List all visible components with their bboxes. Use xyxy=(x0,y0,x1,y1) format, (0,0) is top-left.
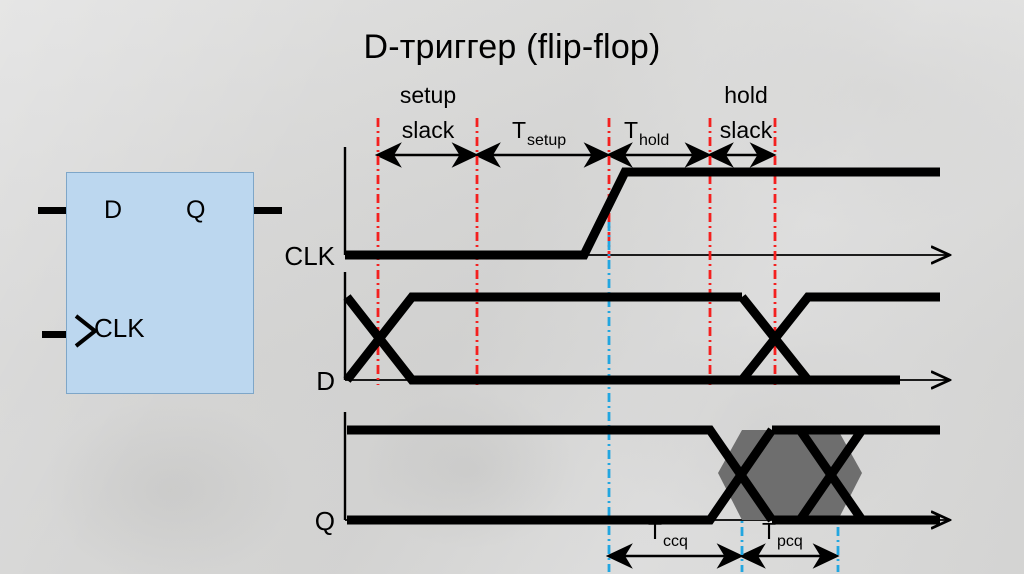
signal-label-d: D xyxy=(316,366,335,396)
page-title: D-триггер (flip-flop) xyxy=(0,28,1024,67)
ff-port-d-label: D xyxy=(104,196,123,224)
page-title-text: D-триггер (flip-flop) xyxy=(363,28,661,66)
setup-slack-line2: slack xyxy=(402,117,455,143)
d-waveform xyxy=(343,292,940,385)
clk-input-wire xyxy=(42,331,78,338)
signal-label-q: Q xyxy=(315,506,335,536)
d-flip-flop-box xyxy=(66,172,254,394)
ff-port-q-label: Q xyxy=(186,196,206,224)
setup-slack-line1: setup xyxy=(400,82,456,108)
d-input-wire xyxy=(38,207,68,214)
hold-slack-line1: hold xyxy=(724,82,767,108)
t-hold-base: T xyxy=(624,117,638,143)
t-hold-subscript: hold xyxy=(639,132,669,149)
t-setup-subscript: setup xyxy=(527,132,566,149)
t-pcq-subscript: pcq xyxy=(777,533,803,550)
t-ccq-base: T xyxy=(648,518,662,544)
q-output-wire xyxy=(254,207,282,214)
t-setup-base: T xyxy=(512,117,526,143)
ff-port-clk-label: CLK xyxy=(94,313,145,343)
clk-waveform xyxy=(345,167,940,260)
t-pcq-base: T xyxy=(762,518,776,544)
q-waveform xyxy=(347,425,940,525)
t-ccq-subscript: ccq xyxy=(663,533,688,550)
clock-triangle-icon xyxy=(74,314,99,348)
signal-label-clk: CLK xyxy=(284,241,335,271)
hold-slack-line2: slack xyxy=(720,117,773,143)
